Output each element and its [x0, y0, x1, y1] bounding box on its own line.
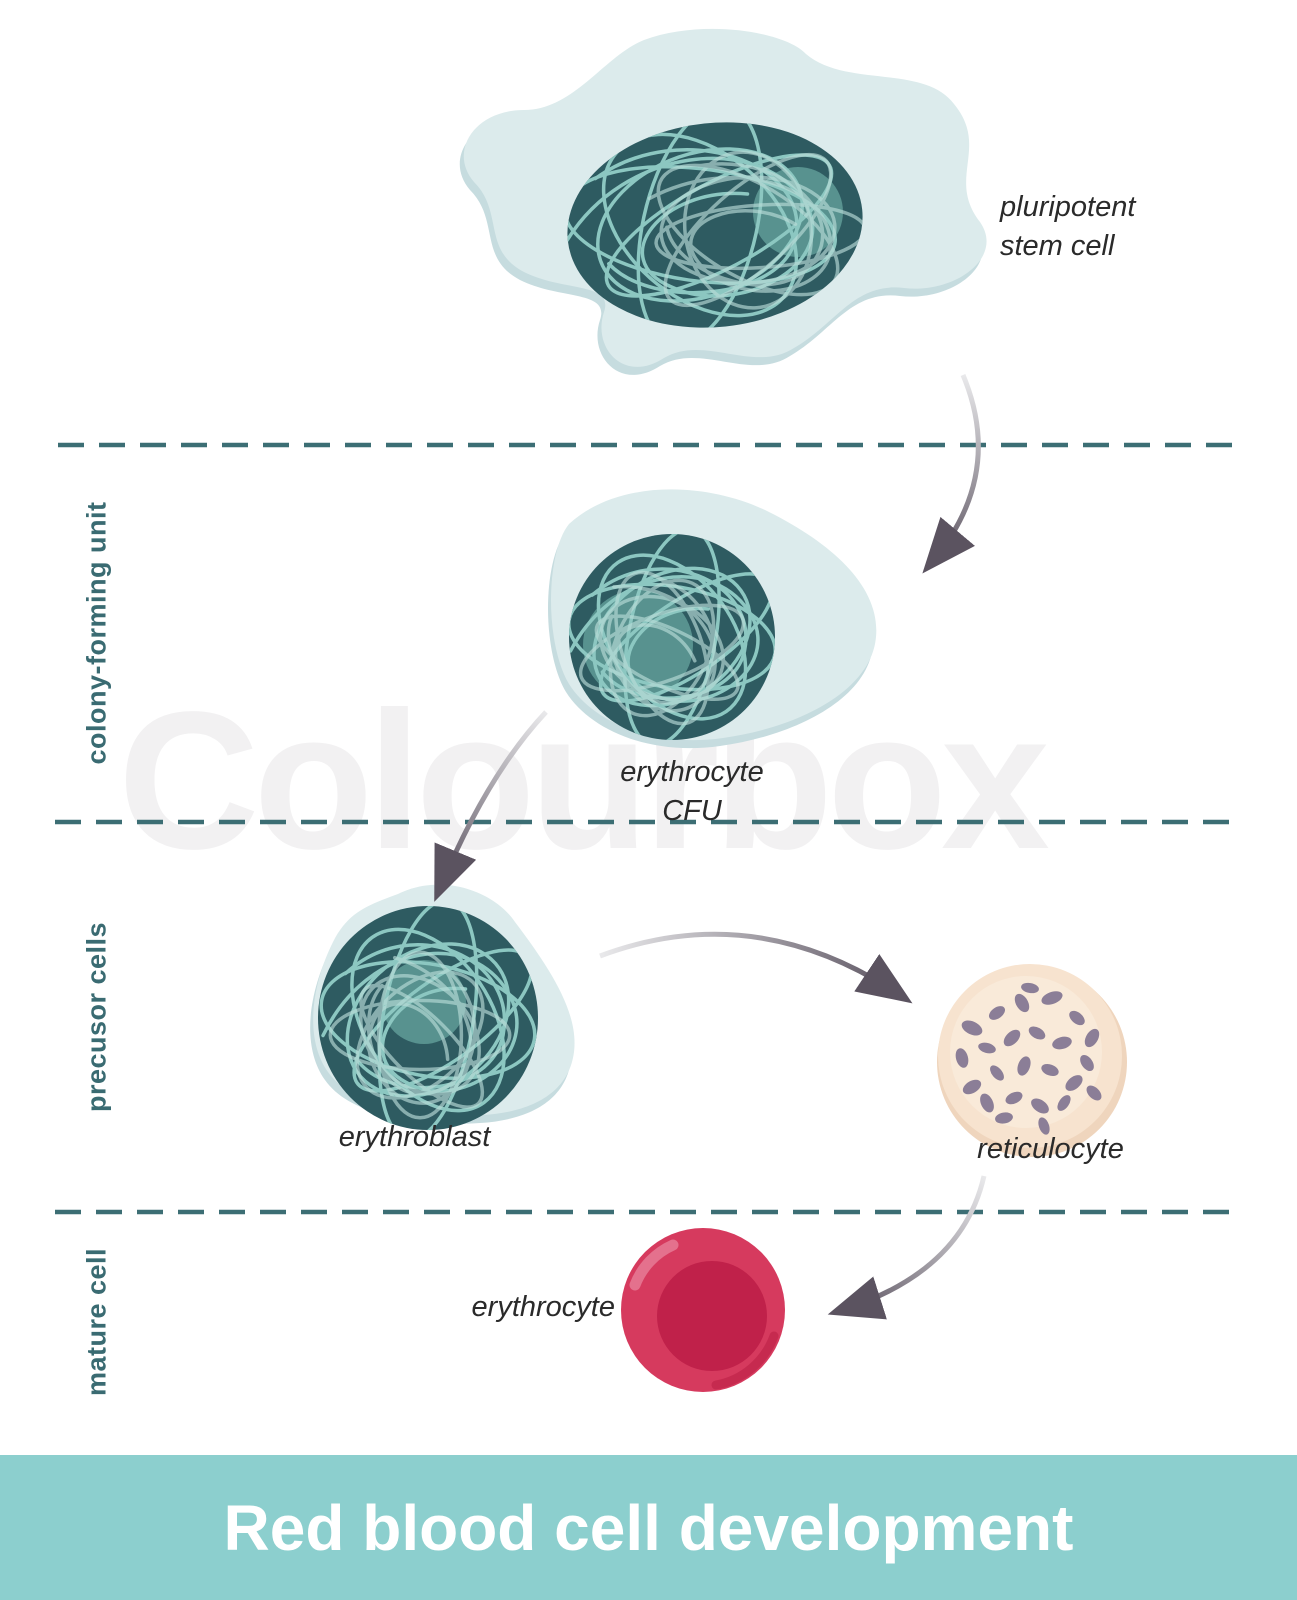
stem-cell-nucleolus	[753, 167, 843, 257]
stage-label-pluripotent-stem-cell: pluripotent stem cell	[1000, 191, 1136, 262]
flow-arrows	[434, 374, 987, 1320]
arrow-stem-to-cfu	[922, 374, 981, 574]
section-label-precusor-cells: precusor cells	[81, 921, 112, 1113]
erythrocyte-cfu-graphic	[548, 489, 877, 749]
section-divider-lines	[55, 442, 1242, 1215]
arrow-erythroblast-to-reticulocyte	[599, 931, 913, 1004]
stage-label-erythrocyte: erythrocyte	[471, 1291, 615, 1323]
title-banner: Red blood cell development	[0, 1455, 1297, 1600]
pluripotent-stem-cell-graphic	[459, 28, 987, 375]
arrow-reticulocyte-to-erythrocyte	[827, 1175, 987, 1320]
erythrocyte-graphic	[621, 1228, 785, 1392]
stage-label-erythroblast: erythroblast	[338, 1121, 491, 1153]
stage-label-reticulocyte: reticulocyte	[977, 1133, 1124, 1165]
stage-label-erythrocyte-cfu: erythrocyte CFU	[620, 756, 764, 827]
reticulocyte-graphic	[937, 964, 1127, 1157]
diagram-title: Red blood cell development	[223, 1491, 1074, 1564]
reticulocyte-speckles	[955, 982, 1102, 1135]
arrow-cfu-to-erythroblast	[434, 710, 548, 902]
erythroblast-graphic	[310, 884, 575, 1130]
section-label-mature-cell: mature cell	[81, 1247, 112, 1397]
section-label-colony-forming-unit: colony-forming unit	[81, 501, 112, 765]
